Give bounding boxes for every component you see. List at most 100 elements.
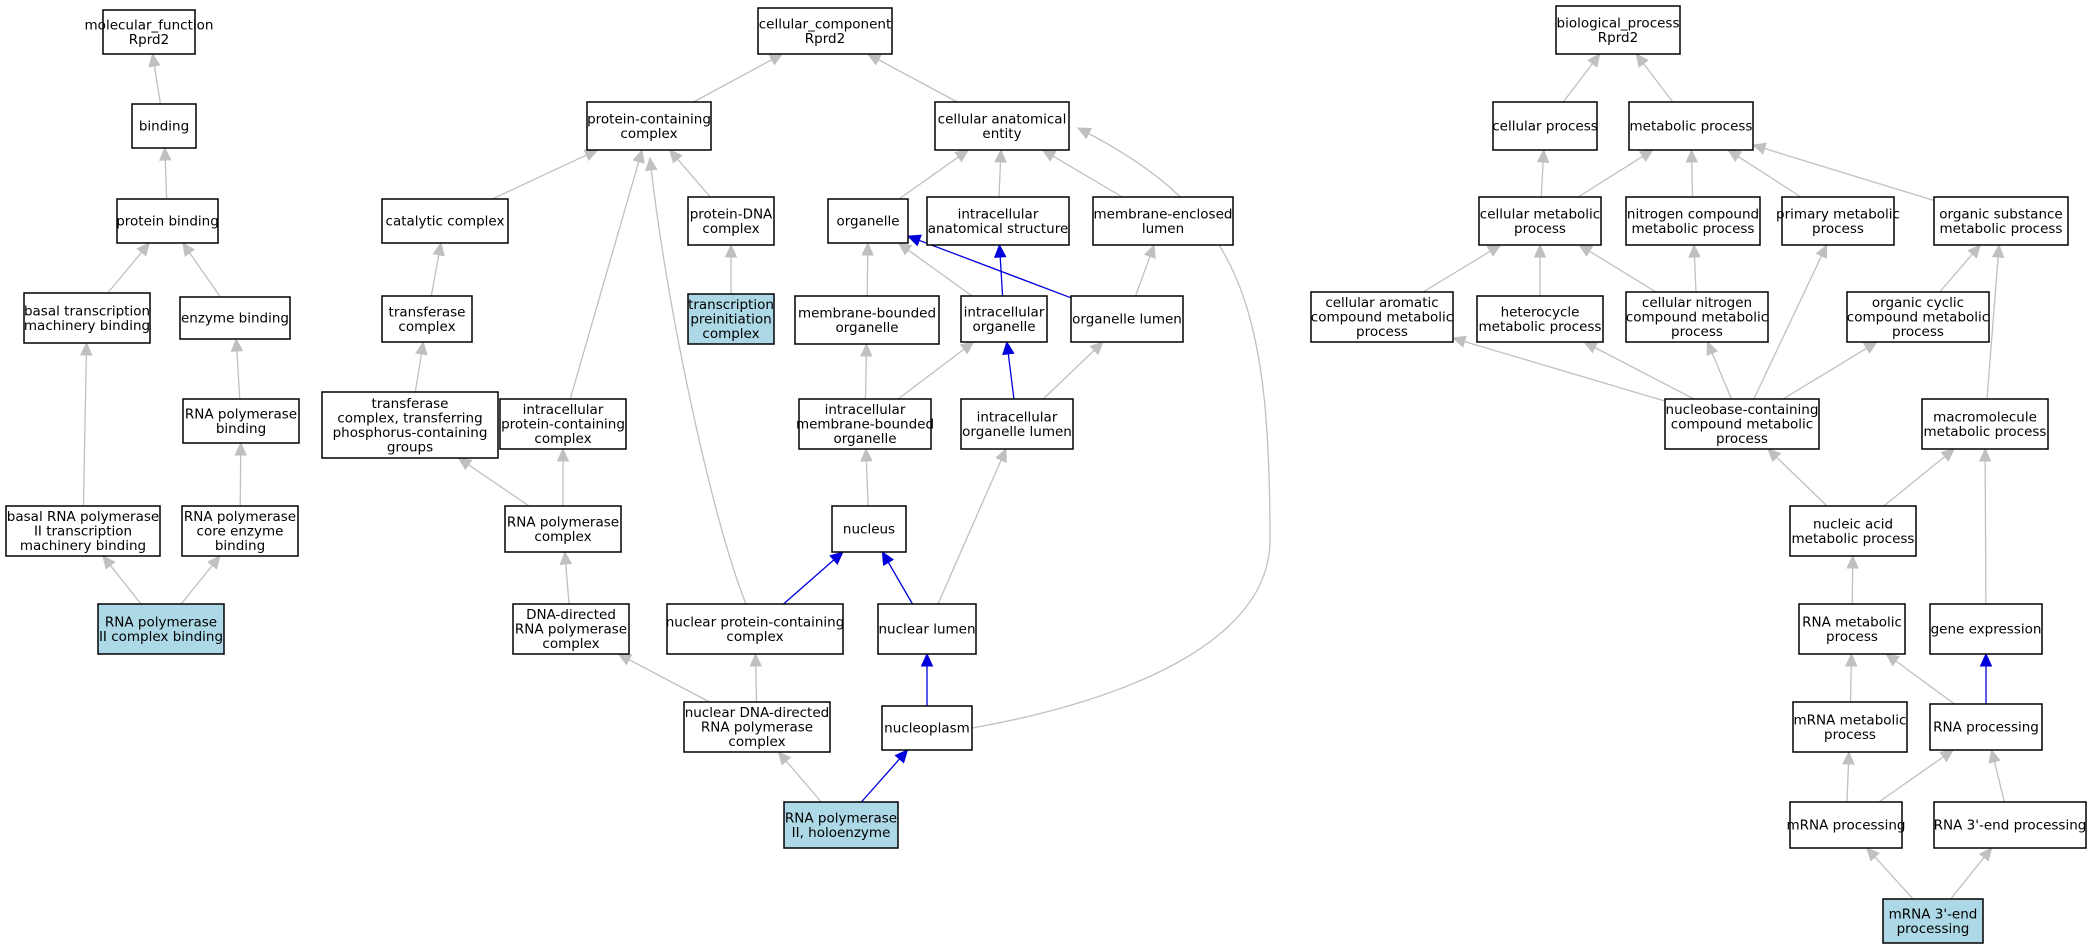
arrowhead-icon [1862,341,1878,354]
go-term-binding[interactable]: binding [131,103,197,149]
go-term-catalytic-complex[interactable]: catalytic complex [381,198,509,244]
term-box [757,7,893,55]
arrowhead-icon [1844,652,1858,667]
term-label-line: transferase [372,396,449,412]
go-term-mrna-processing[interactable]: mRNA processing [1787,801,1906,849]
term-label-line: organelle [972,319,1035,335]
edge-rna_processing-to-rna_metabolic_process [1885,653,1955,705]
edge-line [414,351,423,393]
term-label-line: process [1812,221,1864,237]
edge-line [1878,755,1946,803]
arrowhead-icon [1089,341,1104,356]
go-term-nucleoplasm[interactable]: nucleoplasm [881,705,973,751]
term-label-line: nucleus [843,522,895,538]
term-label-line: catalytic complex [386,214,505,230]
edge-binding-to-mf_root [148,52,162,105]
go-term-rna-3-end-processing[interactable]: RNA 3'-end processing [1933,801,2087,849]
edge-line [1993,759,2006,803]
edge-basal_tx_machinery_binding-to-protein_binding [107,242,151,294]
term-box [5,505,161,557]
term-label-line: intracellular [825,402,906,418]
arrowhead-icon [617,653,633,666]
term-label-line: entity [982,126,1021,142]
arrowhead-icon [1143,243,1156,259]
go-term-organelle-lumen[interactable]: organelle lumen [1070,295,1184,343]
arrowhead-icon [860,342,873,357]
edge-cellular_metabolic_process-to-metabolic_process [1577,149,1654,198]
term-label-line: complex [620,126,677,142]
edge-line [1710,350,1733,400]
edge-line [1846,761,1850,803]
arrowhead-icon [777,751,792,766]
edge-intracellular_membrane_bounded_organelle-to-intracellular_organelle [897,341,975,400]
term-box [23,292,151,344]
term-label-line: cellular anatomical [938,111,1067,127]
go-term-metabolic-process[interactable]: metabolic process [1628,101,1754,151]
edge-nuclear_protein_containing_complex-to-nucleus [783,551,844,605]
term-label-line: process [1716,431,1768,447]
arrowhead-icon [860,447,873,462]
go-term-rna-processing[interactable]: RNA processing [1929,703,2043,751]
go-term-nucleus[interactable]: nucleus [831,505,907,553]
go-term-nuclear-lumen[interactable]: nuclear lumen [877,603,977,655]
term-label-line: machinery binding [20,538,146,554]
term-box [1929,703,2043,751]
term-box [1798,603,1906,655]
edge-line [236,348,241,400]
edge-nucleobase_containing_compound_metabolic_process-to-cellular_aromatic_compound_metabolic_process [1451,335,1666,402]
term-label-line: anatomical structure [928,221,1069,237]
go-term-protein-binding[interactable]: protein binding [116,198,219,244]
arrowhead-icon [1635,53,1649,68]
term-label-line: protein-DNA [690,206,773,222]
go-term-gene-expression[interactable]: gene expression [1929,603,2043,655]
arrowhead-icon [415,340,428,356]
go-term-organelle[interactable]: organelle [827,198,909,244]
arrowhead-icon [1536,148,1550,163]
arrowhead-icon [1751,142,1767,155]
go-term-cellular-process[interactable]: cellular process [1492,101,1598,151]
arrowhead-icon [148,52,161,68]
go-term-enzyme-binding[interactable]: enzyme binding [179,296,291,340]
edge-cellular_process-to-bp_root [1562,53,1601,103]
